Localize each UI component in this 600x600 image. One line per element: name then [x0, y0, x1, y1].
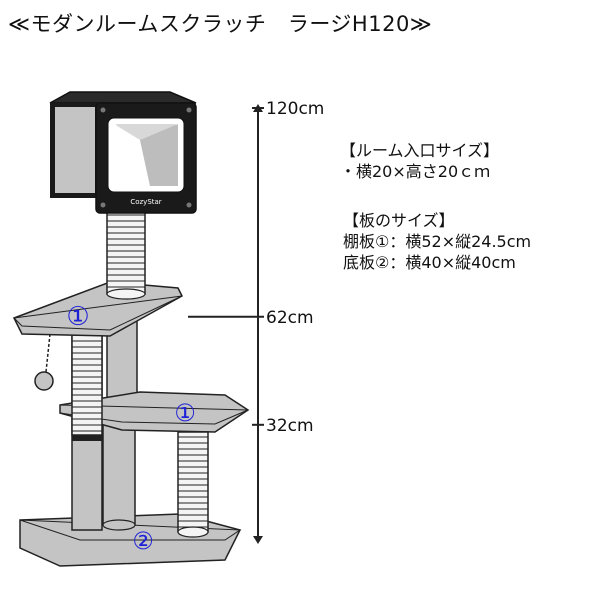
height-scale: 120cm 62cm 32cm — [188, 99, 324, 544]
lower-shelf-number-label: ① — [174, 399, 196, 427]
room-logo: CozyStar — [130, 198, 161, 206]
rope-pole-upper — [106, 211, 146, 300]
room-size-heading: 【ルーム入口サイズ】 — [340, 141, 500, 160]
upper-shelf — [12, 281, 183, 337]
height-label-120: 120cm — [266, 99, 324, 119]
scale-arrow-bottom — [253, 536, 263, 544]
lower-shelf — [59, 391, 250, 433]
room-size-detail: ・横20×高さ20ｃｍ — [340, 162, 491, 181]
shelf-number-label: ① — [66, 302, 89, 332]
board-size-info: 【板のサイズ】 棚板①：横52×縦24.5cm 底板②：横40×縦40cm — [343, 210, 531, 273]
board-size-heading: 【板のサイズ】 — [343, 211, 455, 230]
height-label-62: 62cm — [266, 308, 314, 328]
rope-pole-middle — [71, 334, 103, 436]
room-entrance-size: 【ルーム入口サイズ】 ・横20×高さ20ｃｍ — [340, 140, 499, 182]
hanging-ball-toy — [34, 333, 54, 391]
rope-pole-lower — [177, 431, 209, 538]
room-box: CozyStar — [49, 91, 197, 214]
height-label-32: 32cm — [266, 416, 314, 436]
base-number-label: ② — [132, 527, 154, 555]
shelf-board-size: 棚板①：横52×縦24.5cm — [343, 232, 532, 251]
base-board-size: 底板②：横40×縦40cm — [343, 253, 516, 272]
page-title: ≪モダンルームスクラッチ ラージH120≫ — [8, 12, 433, 36]
